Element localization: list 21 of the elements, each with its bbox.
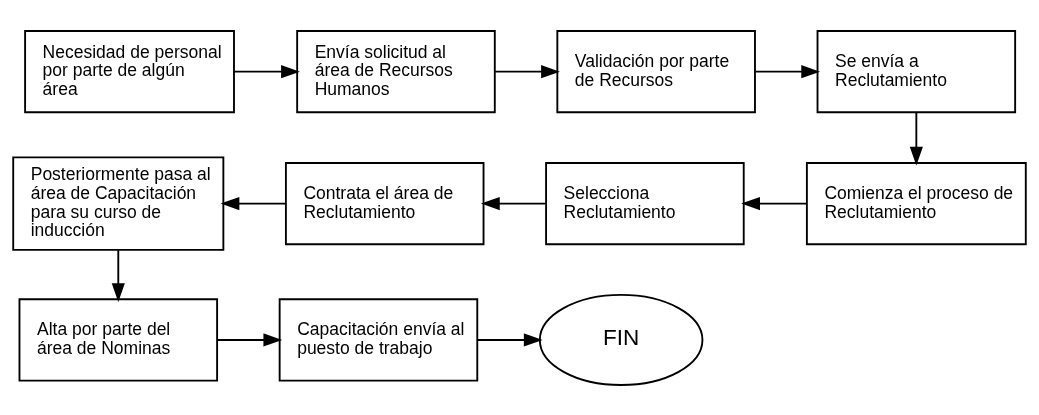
node-box: Envía solicitud al área de Recursos Humanos (296, 29, 496, 113)
node-box: Selecciona Reclutamiento (545, 161, 745, 245)
node-box: Contrata el área de Reclutamiento (284, 161, 485, 245)
arrow (741, 196, 808, 210)
arrow (480, 196, 547, 210)
node-box: Validación por parte de Recursos (556, 29, 756, 113)
arrow (476, 332, 543, 347)
node-box: Capacitación envía al puesto de trabajo (278, 297, 479, 382)
arrow (494, 64, 560, 78)
node-box: Se envía a Reclutamiento (816, 29, 1017, 113)
node-box: Posteriormente pasa al área de Capacitación para su curso de inducción (12, 155, 225, 251)
arrow (909, 111, 923, 165)
node-box: Comienza el proceso de Reclutamiento (805, 161, 1027, 245)
node-box: Alta por parte del área de Nominas (18, 297, 219, 382)
node-ellipse: FIN (538, 293, 704, 386)
node-box: Necesidad de personal por parte de algún área (24, 29, 235, 113)
arrow (220, 196, 287, 210)
arrow (111, 248, 125, 302)
arrow (233, 64, 300, 78)
arrow (754, 64, 821, 78)
arrow (216, 332, 283, 347)
